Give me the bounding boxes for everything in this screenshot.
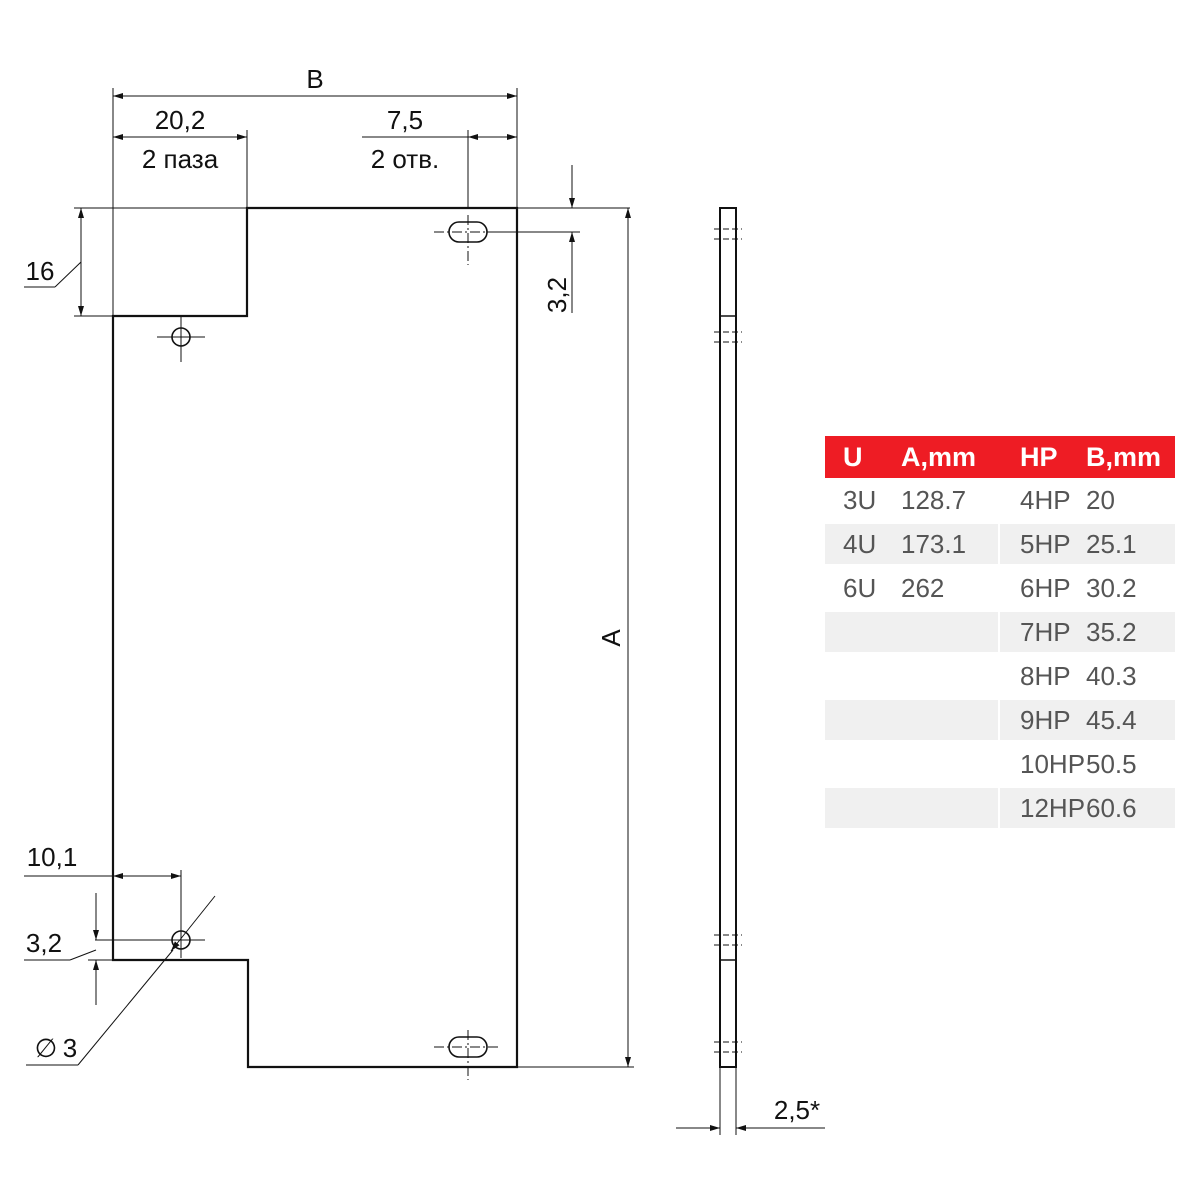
dim-hole-from-bottom-label: 3,2 [26,928,62,958]
cell-a: 173.1 [901,528,967,559]
header-u: U [843,441,863,472]
dim-tab-height-label: 16 [26,256,55,286]
bottom-round-hole [95,870,205,958]
top-round-hole [157,316,205,362]
diameter-symbol: ∅ [35,1033,58,1063]
dim-hole-from-top-label: 3,2 [542,277,572,313]
cell-hp: 4HP [1020,484,1071,515]
cell-hp: 12HP [1020,792,1086,823]
header-b: B,mm [1086,441,1162,472]
dim-thickness: 2,5* [676,1067,825,1135]
bottom-slot [434,1030,500,1080]
cell-b: 25.1 [1086,528,1137,559]
cell-hp: 9HP [1020,704,1071,735]
table-body: 3U 128.7 4HP 20 4U 173.1 5HP 25.1 6U 262 6HP 30.2 7H… [825,480,1175,828]
cell-b: 50.5 [1086,748,1137,779]
table-row: 4U 173.1 5HP 25.1 [825,524,1175,564]
cell-hp: 10HP [1020,748,1086,779]
dim-slot-pitch-label: 20,2 [155,105,206,135]
cell-b: 20 [1086,484,1115,515]
cell-b: 45.4 [1086,704,1137,735]
cell-b: 60.6 [1086,792,1137,823]
dim-tab-height: 16 [24,207,247,317]
side-view [714,207,742,1068]
cell-b: 35.2 [1086,616,1137,647]
header-a: A,mm [901,441,977,472]
dim-hole-from-bottom: 3,2 [24,893,113,1005]
dim-hole-offset-label: 7,5 [387,105,423,135]
dim-hole-from-left: 10,1 [24,842,181,879]
dim-a-label: A [596,629,626,647]
cell-b: 30.2 [1086,572,1137,603]
table-row: 9HP 45.4 [825,700,1175,740]
header-hp: HP [1020,441,1058,472]
cell-hp: 8HP [1020,660,1071,691]
dim-hole-count-label: 2 отв. [371,144,440,174]
table-row: 8HP 40.3 [825,656,1175,696]
dim-hole-diameter: ∅ 3 [26,895,216,1066]
cell-hp: 6HP [1020,572,1071,603]
dim-hole-from-top: 3,2 [487,165,630,313]
dim-hole-diameter-label: 3 [63,1033,77,1063]
table-row: 3U 128.7 4HP 20 [825,480,1175,520]
cell-u: 4U [843,528,877,559]
table-header: U A,mm HP B,mm [825,436,1175,478]
dim-b: B [112,64,518,316]
table-row: 7HP 35.2 [825,612,1175,652]
dim-hole-offset: 7,5 2 отв. [362,105,517,208]
dim-hole-from-left-label: 10,1 [27,842,78,872]
cell-hp: 7HP [1020,616,1071,647]
table-row: 6U 262 6HP 30.2 [825,568,1175,608]
cell-a: 262 [901,572,945,603]
cell-a: 128.7 [901,484,967,515]
cell-hp: 5HP [1020,528,1071,559]
size-table: U A,mm HP B,mm 3U 128.7 4HP 20 4U 173.1 5HP 25.… [825,436,1175,832]
dim-slot-count-label: 2 паза [142,144,219,174]
cell-u: 3U [843,484,877,515]
dim-thickness-label: 2,5* [774,1095,820,1125]
top-slot [434,215,500,265]
cell-b: 40.3 [1086,660,1137,691]
dim-b-label: B [306,64,323,94]
dim-a: A [517,208,634,1068]
dim-slot-pitch: 20,2 2 паза [113,105,248,208]
cell-u: 6U [843,572,877,603]
